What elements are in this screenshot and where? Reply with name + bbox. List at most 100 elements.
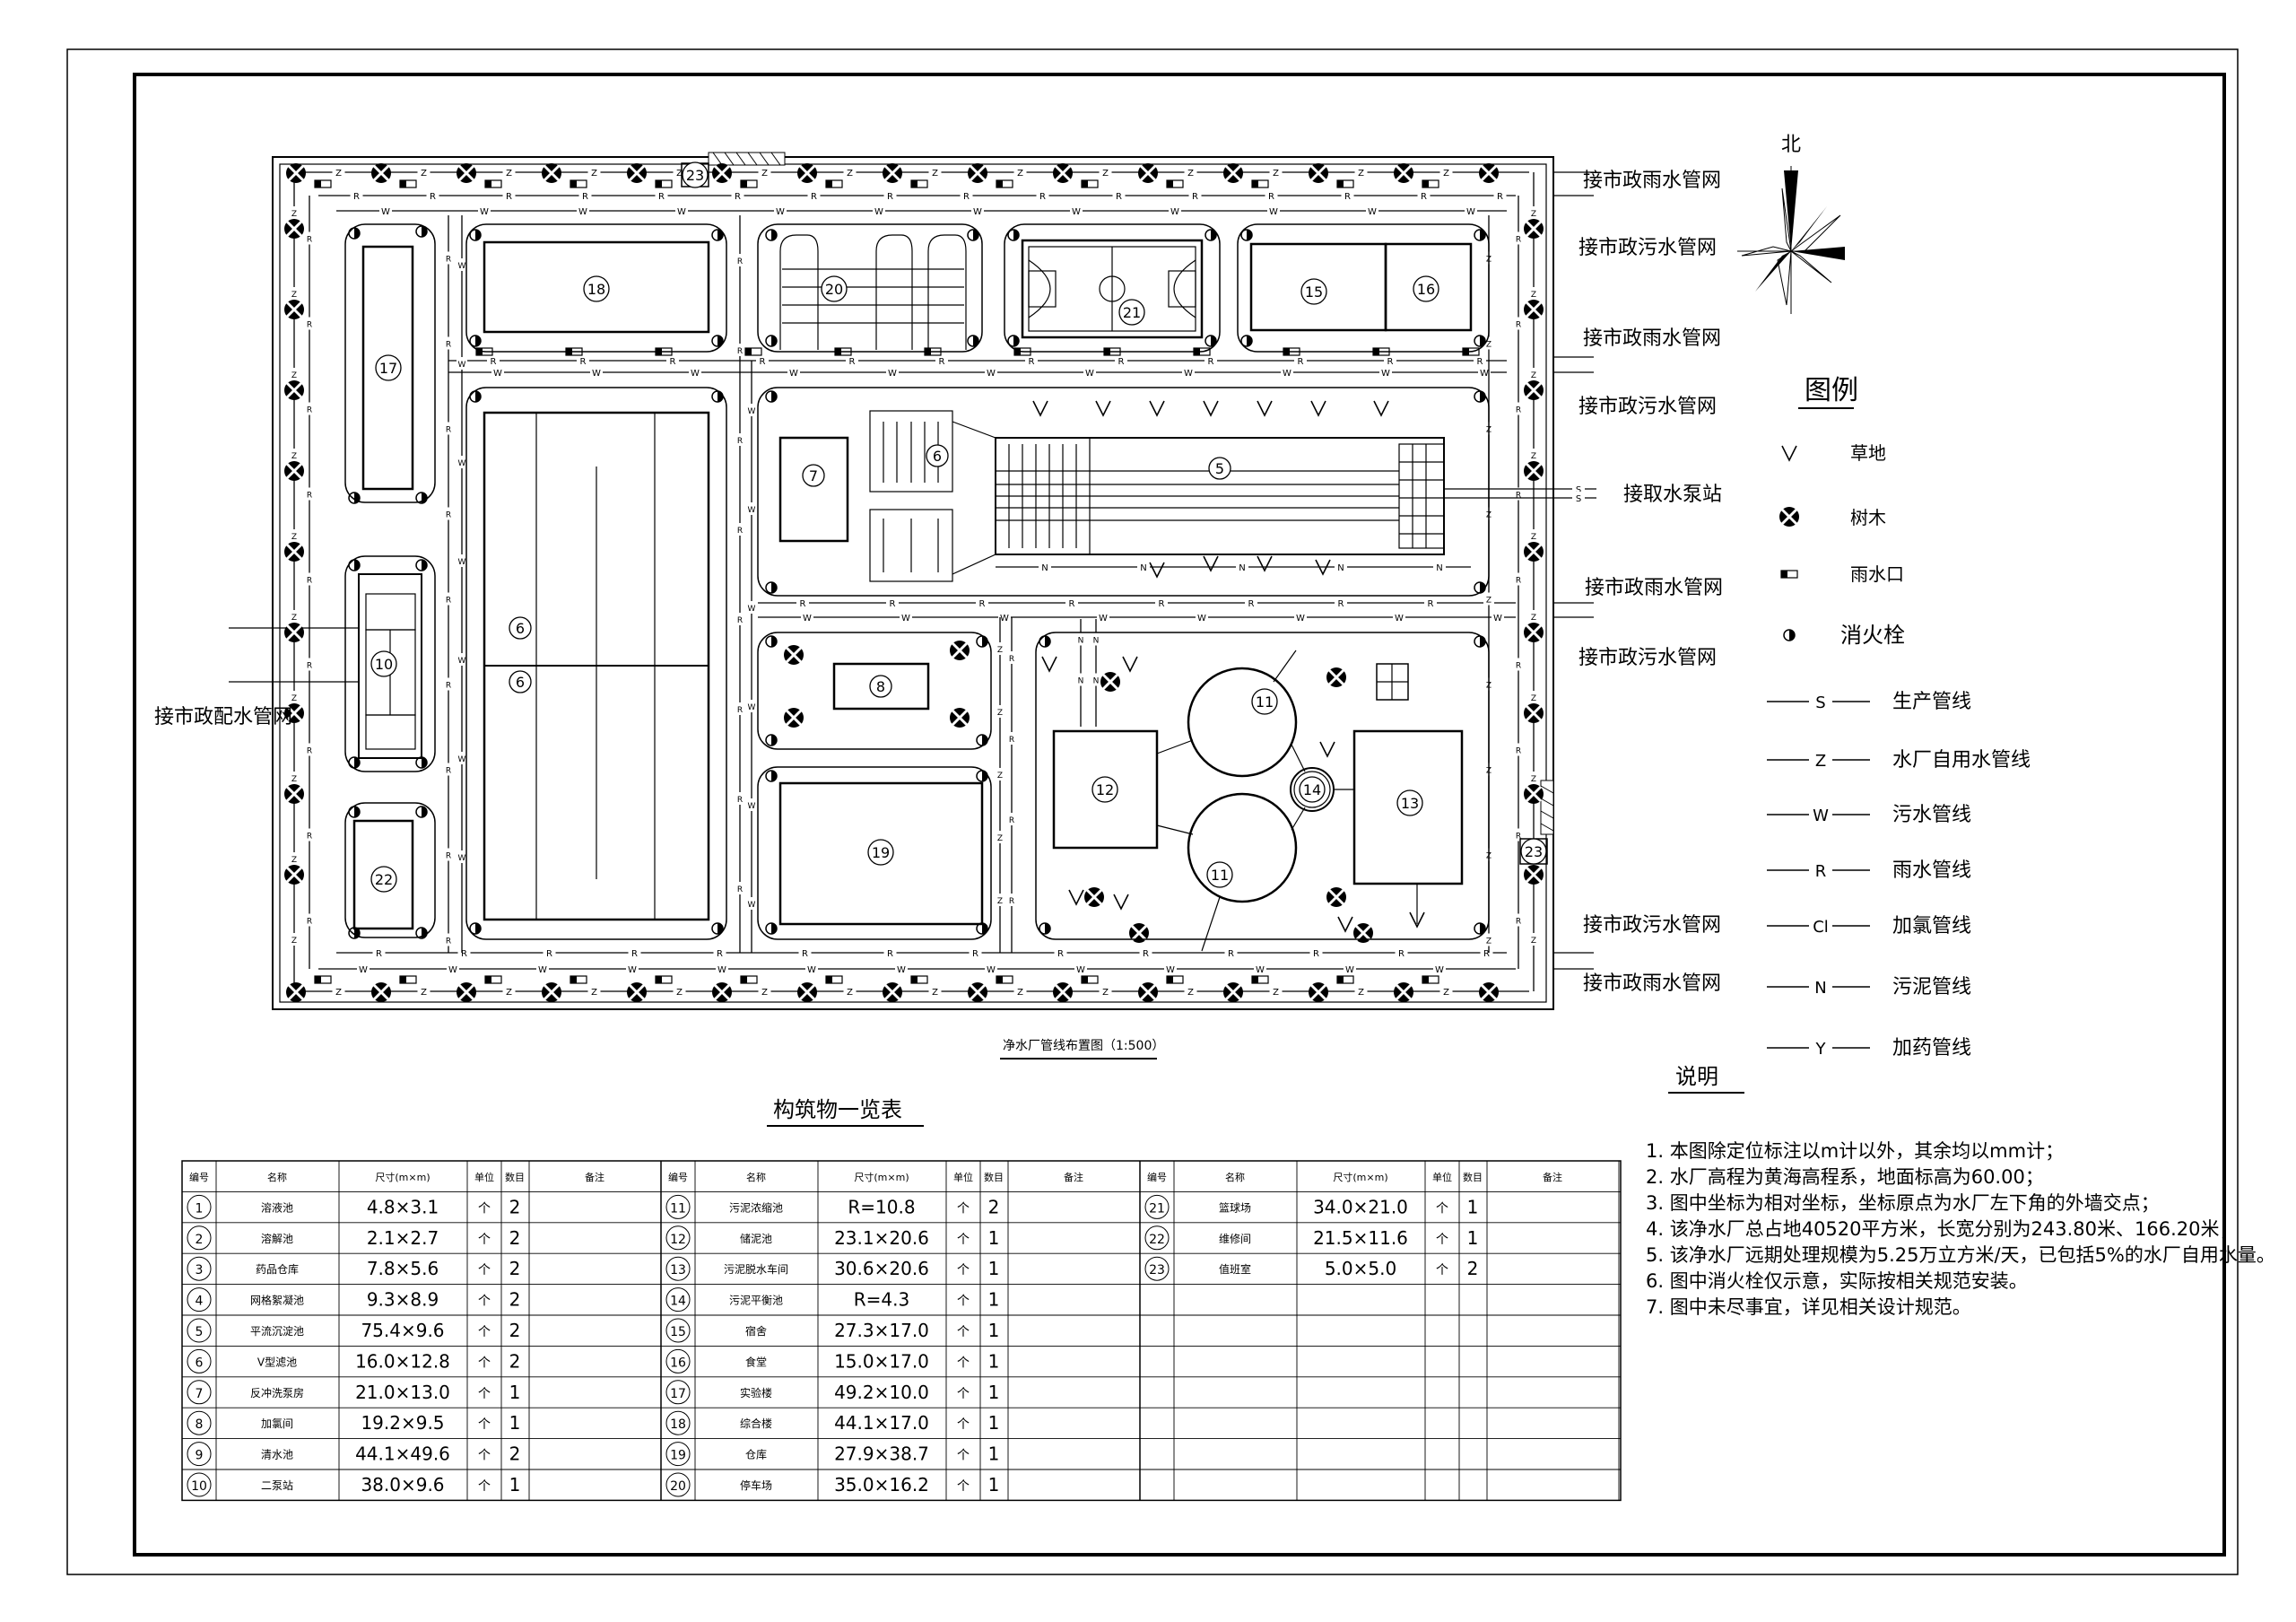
ext-label-sewage-top-1: 接市政污水管网 bbox=[1578, 237, 1717, 259]
pipe-code: R bbox=[307, 747, 312, 756]
rain-inlet-icon bbox=[1081, 179, 1099, 188]
pipe-code: W bbox=[1166, 965, 1175, 975]
rain-inlet-icon bbox=[1251, 179, 1269, 188]
svg-text:个: 个 bbox=[478, 1449, 491, 1463]
pipe-code: Z bbox=[1486, 937, 1492, 946]
pipe-code: Z bbox=[291, 775, 297, 784]
svg-text:网格絮凝池: 网格絮凝池 bbox=[250, 1294, 304, 1307]
pipe-code: R bbox=[446, 852, 451, 861]
svg-text:15: 15 bbox=[670, 1325, 686, 1339]
building-16 bbox=[1384, 242, 1473, 332]
pipe-code: R bbox=[1516, 833, 1521, 842]
tree-icon bbox=[1392, 981, 1415, 1004]
pipe-code: R bbox=[849, 357, 856, 367]
pipe-code: R bbox=[800, 599, 806, 609]
pipe-code: W bbox=[538, 965, 547, 975]
tree-icon bbox=[283, 379, 306, 402]
legend-title: 图例 bbox=[1805, 375, 1858, 406]
pipe-code: Z bbox=[291, 694, 297, 703]
grass-icon bbox=[1149, 400, 1165, 416]
pipe-code: N bbox=[1239, 563, 1245, 573]
table-title: 构筑物一览表 bbox=[773, 1097, 902, 1122]
pipe-code: R bbox=[1248, 599, 1255, 609]
table-header: 备注 bbox=[585, 1171, 604, 1183]
fire-hydrant-icon bbox=[765, 335, 778, 347]
svg-text:维修间: 维修间 bbox=[1219, 1232, 1251, 1245]
pipe-code: Z bbox=[1486, 597, 1492, 606]
tree-icon bbox=[625, 161, 648, 185]
svg-text:11: 11 bbox=[1211, 867, 1229, 884]
pipe-code: W bbox=[1256, 965, 1265, 975]
pipe-code: Z bbox=[1531, 614, 1536, 623]
zone-17 bbox=[344, 223, 436, 503]
tree-icon bbox=[1307, 161, 1330, 185]
pipe-code: W bbox=[748, 703, 756, 712]
pipe-code: R bbox=[430, 192, 436, 202]
pipe-code: R bbox=[631, 949, 638, 959]
pipe-code: R bbox=[1428, 599, 1434, 609]
pipe-code: W bbox=[458, 657, 466, 666]
gate-right bbox=[1540, 780, 1554, 835]
svg-text:18: 18 bbox=[670, 1417, 686, 1432]
pipe-code: W bbox=[1435, 965, 1444, 975]
pipe-code: R bbox=[670, 357, 676, 367]
building-label-20: 20 bbox=[821, 275, 848, 302]
svg-text:2: 2 bbox=[509, 1258, 521, 1279]
pipe-code: N bbox=[1078, 677, 1084, 686]
svg-text:R=10.8: R=10.8 bbox=[848, 1196, 915, 1217]
svg-text:22: 22 bbox=[1149, 1233, 1165, 1247]
pipe-code: R bbox=[491, 357, 497, 367]
outer-frame bbox=[66, 48, 2239, 1575]
rain-inlet-icon bbox=[655, 975, 673, 984]
tree-icon bbox=[1477, 981, 1500, 1004]
pipe-code: W bbox=[748, 901, 756, 910]
tree-icon bbox=[1522, 298, 1545, 321]
pipe-code: R bbox=[461, 949, 467, 959]
svg-text:9.3×8.9: 9.3×8.9 bbox=[367, 1289, 439, 1311]
table-header: 尺寸(m×m) bbox=[1333, 1171, 1387, 1183]
tree-icon bbox=[710, 161, 734, 185]
tree-icon bbox=[1477, 161, 1500, 185]
pipe-code: R bbox=[582, 192, 588, 202]
grass-icon bbox=[1337, 916, 1353, 932]
pipe-code: Z bbox=[291, 856, 297, 865]
building-label-11a: 11 bbox=[1251, 688, 1278, 715]
building-label-12: 12 bbox=[1091, 776, 1118, 803]
svg-text:个: 个 bbox=[957, 1449, 970, 1463]
pipe-code: W bbox=[748, 802, 756, 811]
table-header: 数目 bbox=[1463, 1172, 1483, 1183]
svg-text:反冲洗泵房: 反冲洗泵房 bbox=[250, 1386, 304, 1400]
pipe-code: R bbox=[307, 577, 312, 586]
legend-item-2: 雨水口 bbox=[1780, 563, 1904, 585]
building-label-9b: 6 bbox=[509, 670, 532, 693]
site-boundary-outer bbox=[272, 156, 1554, 1010]
tree-icon bbox=[1307, 981, 1330, 1004]
svg-text:2: 2 bbox=[509, 1227, 521, 1249]
svg-text:个: 个 bbox=[478, 1201, 491, 1216]
svg-text:个: 个 bbox=[478, 1479, 491, 1494]
pipe-code: R bbox=[446, 597, 451, 606]
pipe-code: R bbox=[811, 192, 817, 202]
pipe-code: R bbox=[1516, 492, 1521, 501]
pipe-code: R bbox=[1118, 357, 1125, 367]
svg-text:16: 16 bbox=[670, 1356, 686, 1370]
pipe-code: R bbox=[1116, 192, 1122, 202]
pipe-code: R bbox=[1009, 816, 1014, 825]
pipe-code: R bbox=[1516, 577, 1521, 586]
pipe-code: N bbox=[1140, 563, 1146, 573]
tree-icon bbox=[948, 706, 971, 729]
tree-icon bbox=[1522, 782, 1545, 806]
rain-inlet-icon bbox=[910, 179, 928, 188]
grass-icon bbox=[1032, 400, 1048, 416]
ext-label-sewage-top-2: 接市政污水管网 bbox=[1578, 396, 1717, 418]
grass-icon bbox=[1257, 400, 1273, 416]
building-label-15: 15 bbox=[1300, 278, 1327, 305]
svg-text:个: 个 bbox=[957, 1201, 970, 1216]
tree-icon bbox=[1522, 379, 1545, 402]
pipe-code: R bbox=[446, 426, 451, 435]
pipe-code: R bbox=[1057, 949, 1064, 959]
